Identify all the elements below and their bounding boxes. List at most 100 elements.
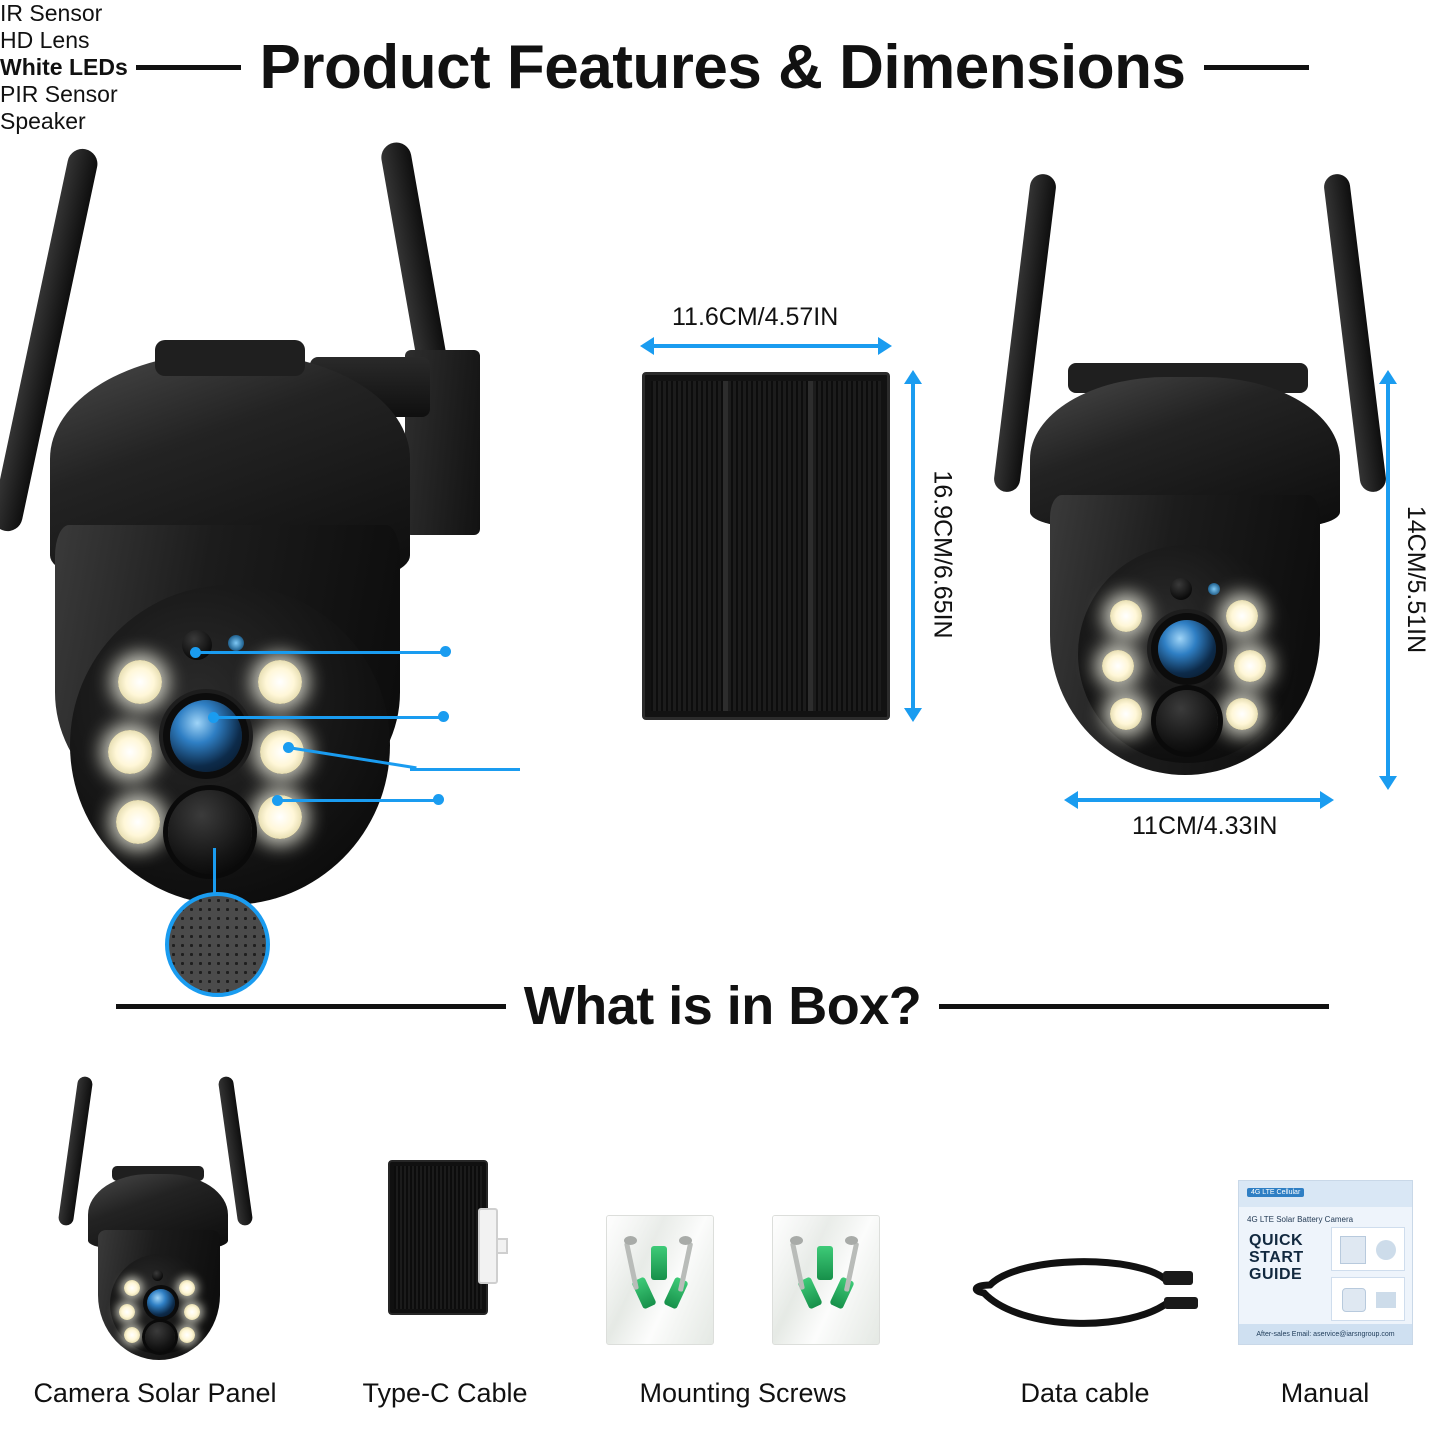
panel-width-dimension <box>640 336 892 355</box>
speaker-component <box>165 892 270 997</box>
arrow-up-icon <box>904 370 922 384</box>
white-led <box>1226 698 1258 730</box>
white-led <box>260 730 304 774</box>
white-led <box>1110 600 1142 632</box>
manual-title-line3: GUIDE <box>1249 1265 1303 1283</box>
callout-arrow-pir <box>433 794 444 805</box>
heading-rule-right <box>1203 65 1309 70</box>
white-led <box>179 1327 195 1343</box>
callout-arrow-lens <box>438 711 449 722</box>
callout-dot-lens <box>208 712 219 723</box>
cable-path-lower <box>980 1289 1174 1327</box>
screw-head <box>679 1236 692 1245</box>
white-led <box>116 800 160 844</box>
status-indicator <box>228 635 244 651</box>
box-item-label-screws: Mounting Screws <box>639 1378 847 1408</box>
callout-dot-ir <box>190 647 201 658</box>
white-led <box>1226 600 1258 632</box>
manual-badge: 4G LTE Cellular <box>1247 1188 1305 1197</box>
dimension-bar <box>911 379 915 713</box>
white-led <box>1110 698 1142 730</box>
solar-panel-illustration <box>642 372 890 720</box>
status-indicator <box>1208 583 1220 595</box>
arrow-right-icon <box>878 337 892 355</box>
antenna-left-icon <box>57 1075 94 1227</box>
callout-line-ir <box>196 651 446 654</box>
typec-connector <box>1164 1297 1198 1309</box>
hd-lens <box>1158 620 1216 678</box>
features-heading-text: Product Features & Dimensions <box>259 33 1186 102</box>
features-section-heading: Product Features & Dimensions <box>0 32 1445 103</box>
arrow-right-icon <box>1320 791 1334 809</box>
white-led <box>1102 650 1134 682</box>
callout-label-hd-lens: HD Lens <box>0 27 90 53</box>
cable-loop <box>972 1281 994 1297</box>
manual-title: QUICK START GUIDE <box>1249 1232 1304 1283</box>
screw-head <box>790 1236 803 1245</box>
camera-width-label: 11CM/4.33IN <box>1132 812 1278 840</box>
arrow-left-icon <box>640 337 654 355</box>
solar-cells <box>394 1166 482 1309</box>
manual-camera-sketch <box>1376 1240 1396 1260</box>
camera-width-dimension <box>1064 790 1334 809</box>
callout-label-ir-sensor: IR Sensor <box>0 0 103 26</box>
camera-height-label: 14CM/5.51IN <box>1402 505 1431 654</box>
hood-ridge <box>155 340 305 376</box>
white-led <box>1234 650 1266 682</box>
ir-sensor <box>152 1270 163 1281</box>
callout-line-lens <box>214 716 442 719</box>
manual-illustration-2 <box>1331 1277 1405 1321</box>
box-heading-text: What is in Box? <box>523 976 922 1036</box>
panel-seam <box>723 381 728 711</box>
manual-footer: After-sales Email: aservice@iarsngroup.c… <box>1239 1324 1412 1344</box>
white-led <box>118 660 162 704</box>
ir-sensor <box>1170 578 1192 600</box>
box-item-label-datacable: Data cable <box>1020 1378 1150 1408</box>
dimension-bar <box>1073 798 1325 802</box>
callout-line-speaker <box>213 848 216 896</box>
wall-anchor <box>651 1246 667 1280</box>
heading-rule-left <box>115 1003 506 1009</box>
box-item-manual: 4G LTE Cellular 4G LTE Solar Battery Cam… <box>1238 1180 1413 1345</box>
manual-title-line2: START <box>1249 1248 1304 1266</box>
white-led <box>108 730 152 774</box>
manual-mount-sketch <box>1342 1288 1366 1312</box>
box-section-heading: What is in Box? <box>0 975 1445 1037</box>
callout-label-pir-sensor: PIR Sensor <box>0 81 118 107</box>
dimension-bar <box>1386 379 1390 781</box>
main-camera-illustration <box>0 135 530 905</box>
bag-sheen <box>607 1216 713 1344</box>
pir-sensor <box>168 790 252 874</box>
speaker-mesh-icon <box>169 896 266 993</box>
white-led <box>179 1280 195 1296</box>
panel-mount-bracket <box>478 1208 498 1284</box>
callout-label-white-leds: White LEDs <box>0 54 128 80</box>
callout-label-speaker: Speaker <box>0 108 86 134</box>
white-led <box>184 1304 200 1320</box>
panel-width-label: 11.6CM/4.57IN <box>672 303 839 331</box>
arrow-down-icon <box>1379 776 1397 790</box>
white-led <box>119 1304 135 1320</box>
hd-lens <box>147 1289 175 1317</box>
bag-sheen <box>773 1216 879 1344</box>
dimension-bar <box>649 344 883 348</box>
screw-head <box>624 1236 637 1245</box>
box-item-solar-panel <box>388 1160 488 1315</box>
arrow-left-icon <box>1064 791 1078 809</box>
wall-anchor <box>817 1246 833 1280</box>
manual-bracket-sketch <box>1376 1292 1396 1308</box>
camera-front-illustration <box>990 165 1390 785</box>
panel-seam <box>808 381 813 711</box>
hd-lens <box>170 700 242 772</box>
screw-head <box>845 1236 858 1245</box>
pir-sensor <box>1156 690 1218 752</box>
box-item-label-camera: Camera Solar Panel <box>33 1378 277 1408</box>
heading-rule-left <box>136 65 242 70</box>
box-item-data-cable <box>972 1258 1198 1327</box>
box-item-label-manual: Manual <box>1280 1378 1370 1408</box>
manual-panel-sketch <box>1340 1236 1366 1264</box>
box-item-camera <box>40 1070 270 1370</box>
arrow-down-icon <box>904 708 922 722</box>
arrow-up-icon <box>1379 370 1397 384</box>
manual-subtitle: 4G LTE Solar Battery Camera <box>1247 1215 1354 1224</box>
